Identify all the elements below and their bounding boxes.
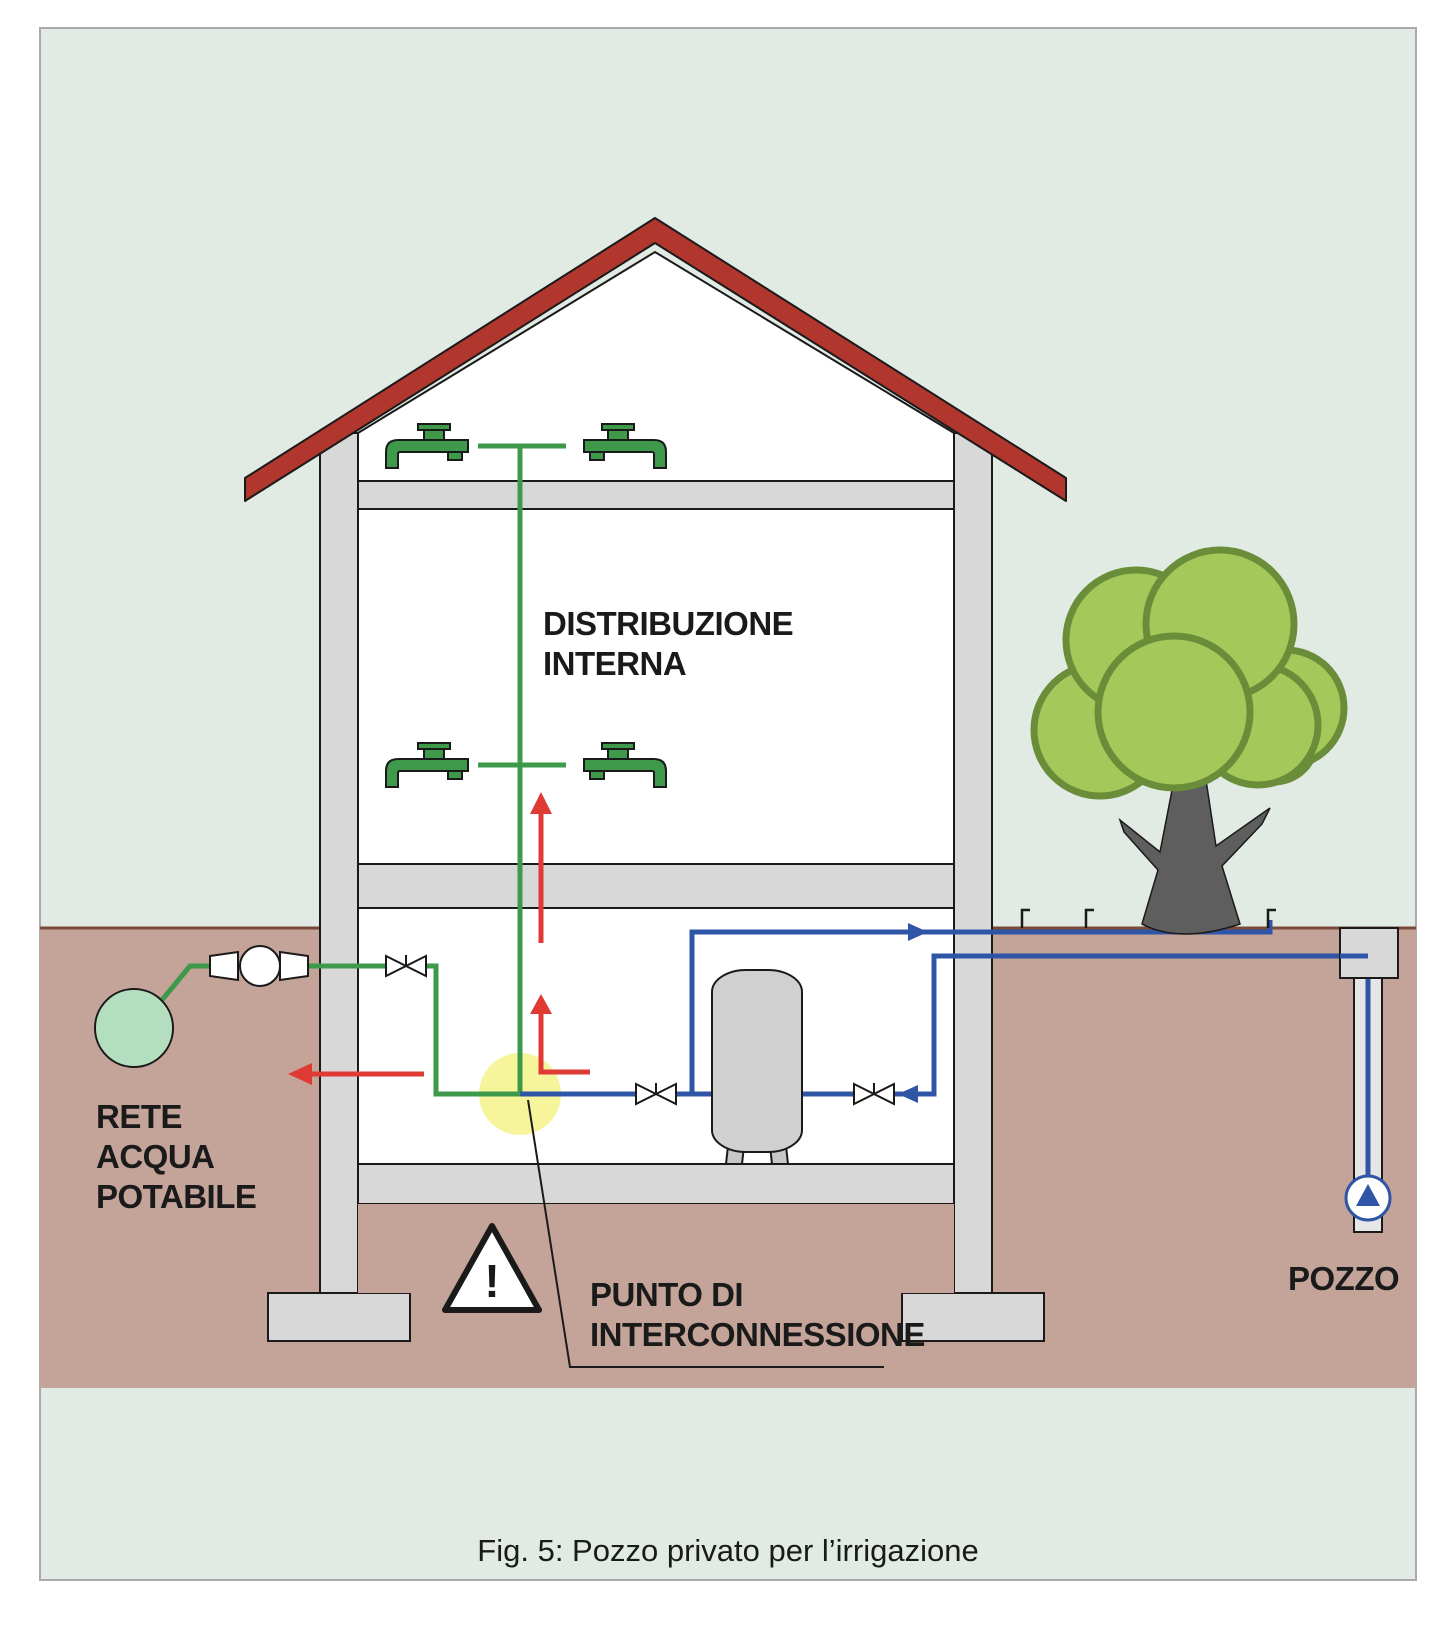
- irrigation-supply-pipe: [689, 920, 1273, 1094]
- pump-arrow: [1356, 1184, 1380, 1206]
- tree-foliage: [1030, 546, 1348, 800]
- sprinkler-icon: [1084, 908, 1094, 928]
- house-structure: [267, 250, 1045, 1342]
- rete-label-line3: POTABILE: [96, 1178, 256, 1215]
- well: [1339, 927, 1399, 1233]
- distribuzione-label-line1: DISTRIBUZIONE: [543, 605, 793, 642]
- sprinkler-icon: [1266, 908, 1276, 928]
- right-wall: [953, 432, 993, 1294]
- sprinklers: [1020, 908, 1276, 928]
- well-head: [1339, 927, 1399, 979]
- faucet-icon: [583, 423, 667, 469]
- right-footing: [901, 1292, 1045, 1342]
- valve-icon: [635, 1082, 677, 1106]
- backflow-arrow-head: [288, 1063, 312, 1085]
- valve-icon: [385, 954, 427, 978]
- rete-label-line2: ACQUA: [96, 1138, 215, 1175]
- flow-arrow-up-large-head: [530, 792, 552, 814]
- distribuzione-label-line2: INTERNA: [543, 645, 686, 682]
- mains-connection-pipe: [160, 963, 212, 1002]
- flow-arrow-up-small-head: [530, 994, 552, 1014]
- figure-caption: Fig. 5: Pozzo privato per l’irrigazione: [477, 1533, 978, 1568]
- warning-icon: !: [442, 1223, 542, 1313]
- faucet-icon: [385, 423, 469, 469]
- basement-floor-slab: [357, 1163, 955, 1205]
- faucet-icon: [583, 742, 667, 788]
- pressure-tank: [711, 969, 803, 1165]
- flow-arrow-up-small: [538, 1012, 590, 1075]
- flow-direction-arrow-left: [898, 1085, 918, 1103]
- attic-floor-slab: [357, 480, 955, 510]
- tree-trunk: [1118, 779, 1271, 935]
- warning-mark: !: [484, 1255, 499, 1307]
- rete-label-line1: RETE: [96, 1098, 182, 1135]
- interconnection-leader-line: [527, 1099, 884, 1368]
- flow-direction-arrow-right: [908, 923, 928, 941]
- left-footing: [267, 1292, 411, 1342]
- roof: [244, 217, 1067, 502]
- water-meter-icon: [209, 945, 309, 987]
- mains-network-symbol: [94, 988, 174, 1068]
- inlet-to-junction-pipe: [424, 963, 520, 1097]
- valves: [385, 954, 895, 1106]
- faucets: [385, 423, 667, 788]
- punto-label-line2: INTERCONNESSIONE: [590, 1316, 925, 1353]
- ground-floor-slab: [357, 863, 955, 909]
- basement-room: [357, 907, 955, 1165]
- punto-label-line1: PUNTO DI: [590, 1276, 743, 1313]
- valve-icon: [853, 1082, 895, 1106]
- crawl-space: [358, 1204, 954, 1293]
- sprinkler-icon: [1020, 908, 1030, 928]
- left-wall: [319, 432, 359, 1294]
- pozzo-label: POZZO: [1288, 1260, 1399, 1297]
- tree-icon: [1030, 546, 1348, 935]
- flow-arrows: [288, 792, 590, 1085]
- faucet-icon: [385, 742, 469, 788]
- well-water-pipes: [520, 920, 1371, 1190]
- potable-water-pipes: [160, 443, 566, 1097]
